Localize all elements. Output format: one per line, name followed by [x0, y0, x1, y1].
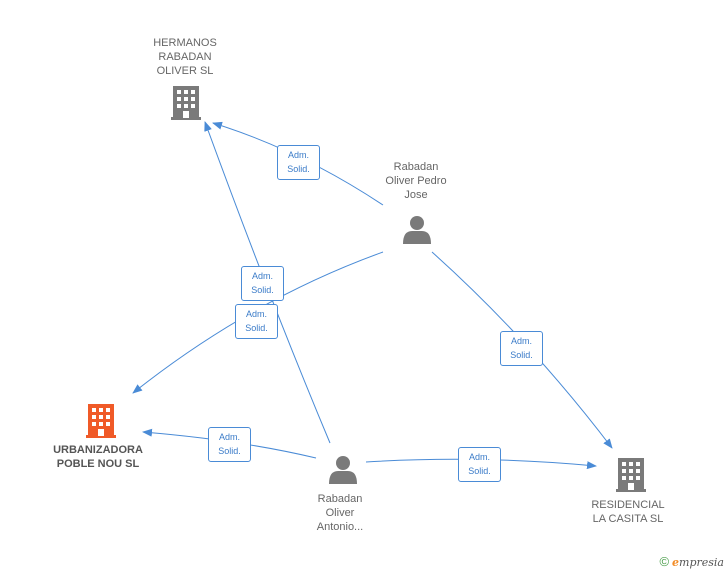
edge-label-line: Solid. [468, 466, 491, 476]
footer-brand: ©empresia [659, 554, 724, 569]
node-label-hermanos[interactable]: HERMANOS RABADAN OLIVER SL [135, 36, 235, 78]
brand-logo[interactable]: empresia [672, 556, 724, 569]
node-label-line: Antonio... [316, 521, 364, 533]
edge-label-line: Adm. [251, 271, 273, 281]
node-label-line: RABADAN [158, 51, 212, 63]
brand-logo-initial: e [672, 556, 680, 569]
node-label-line: Oliver [325, 507, 355, 519]
building-icon[interactable] [616, 458, 646, 492]
node-label-line: LA CASITA SL [592, 513, 664, 525]
node-label-urbanizadora[interactable]: URBANIZADORA POBLE NOU SL [38, 443, 158, 471]
node-label-line: Rabadan [317, 493, 363, 505]
edge-label-line: Adm. [287, 150, 309, 160]
edge-label-line: Adm. [245, 309, 267, 319]
node-label-pedro[interactable]: Rabadan Oliver Pedro Jose [366, 160, 466, 202]
edge-label-antonio-hermanos[interactable]: Adm. Solid. [241, 266, 284, 301]
copyright-icon: © [659, 554, 670, 569]
edge-label-pedro-residencial[interactable]: Adm. Solid. [500, 331, 543, 366]
edge-label-line: Adm. [218, 432, 240, 442]
edge-label-pedro-urbanizadora[interactable]: Adm. Solid. [235, 304, 278, 339]
node-label-residencial[interactable]: RESIDENCIAL LA CASITA SL [578, 498, 678, 526]
edge-label-pedro-hermanos[interactable]: Adm. Solid. [277, 145, 320, 180]
edge-label-line: Solid. [287, 164, 310, 174]
edge-label-antonio-urbanizadora[interactable]: Adm. Solid. [208, 427, 251, 462]
node-label-line: URBANIZADORA [53, 444, 143, 456]
edge-label-line: Adm. [468, 452, 490, 462]
node-label-line: Jose [404, 189, 428, 201]
node-label-line: Oliver Pedro [385, 175, 447, 187]
edge-label-line: Solid. [510, 350, 533, 360]
edge-label-line: Solid. [251, 285, 274, 295]
node-label-line: RESIDENCIAL [591, 499, 665, 511]
building-icon[interactable] [171, 86, 201, 120]
node-label-line: OLIVER SL [156, 65, 214, 77]
edge-label-line: Solid. [245, 323, 268, 333]
building-icon[interactable] [86, 404, 116, 438]
node-label-line: HERMANOS [153, 37, 217, 49]
edge-label-antonio-residencial[interactable]: Adm. Solid. [458, 447, 501, 482]
node-label-line: POBLE NOU SL [56, 458, 140, 470]
person-icon[interactable] [403, 216, 431, 244]
person-icon[interactable] [329, 456, 357, 484]
brand-logo-rest: mpresia [679, 556, 724, 569]
node-label-antonio[interactable]: Rabadan Oliver Antonio... [290, 492, 390, 534]
edge-label-line: Adm. [510, 336, 532, 346]
node-label-line: Rabadan [393, 161, 439, 173]
edge-label-line: Solid. [218, 446, 241, 456]
